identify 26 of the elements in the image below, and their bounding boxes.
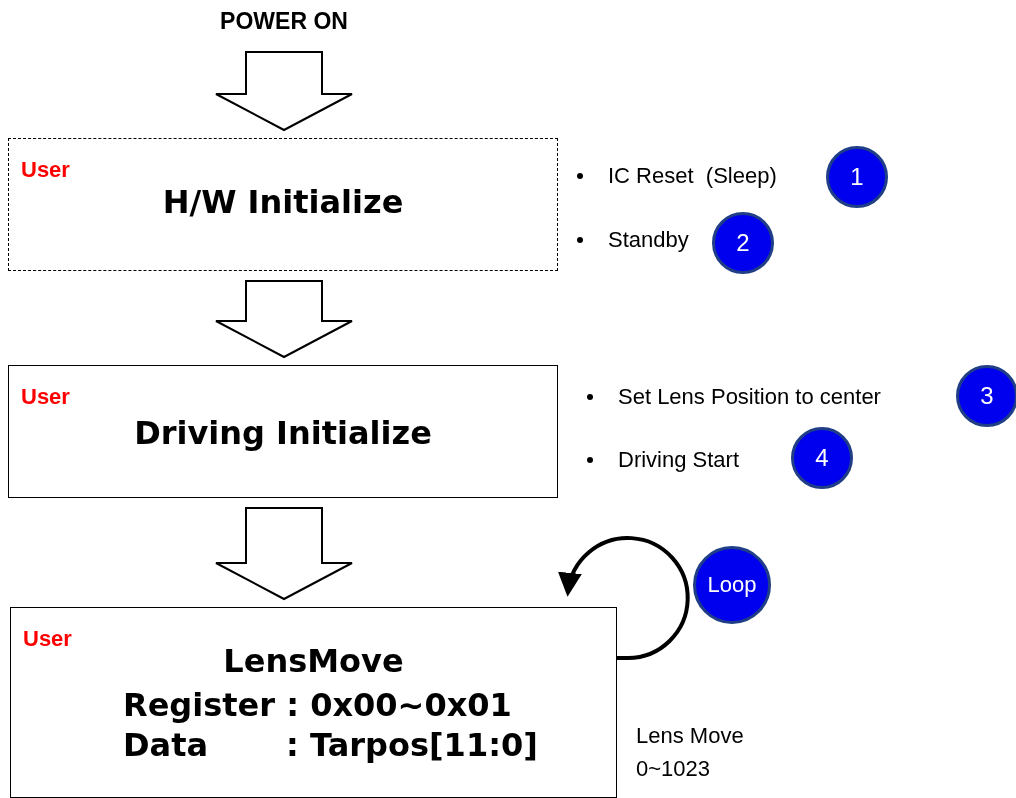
note-text: Lens Move 0~1023 bbox=[636, 722, 745, 783]
process-title: H/W Initialize bbox=[161, 183, 405, 221]
note-text: Standby bbox=[608, 226, 690, 254]
step-number-circle: 3 bbox=[956, 365, 1016, 427]
process-box bbox=[8, 138, 558, 271]
user-tag: User bbox=[23, 626, 72, 652]
user-tag: User bbox=[21, 157, 70, 183]
note-text: IC Reset (Sleep) bbox=[608, 162, 778, 190]
block-arrow bbox=[215, 507, 353, 601]
process-box bbox=[10, 607, 617, 798]
step-number-circle: 4 bbox=[791, 427, 853, 489]
register-text: Data : Tarpos[11:0] bbox=[123, 726, 538, 764]
step-number-circle: 2 bbox=[712, 212, 774, 274]
note-text: Driving Start bbox=[618, 446, 741, 474]
note-text: Set Lens Position to center bbox=[618, 383, 882, 411]
register-text: Register : 0x00~0x01 bbox=[123, 686, 512, 724]
process-title: Driving Initialize bbox=[133, 414, 433, 452]
step-number-circle: 1 bbox=[826, 146, 888, 208]
loop-arrow bbox=[559, 536, 690, 660]
step-number-circle: Loop bbox=[693, 546, 771, 624]
block-arrow bbox=[215, 51, 353, 132]
process-box bbox=[8, 365, 558, 498]
block-arrow bbox=[215, 280, 353, 359]
process-title: LensMove bbox=[222, 642, 405, 680]
user-tag: User bbox=[21, 384, 70, 410]
start-label: POWER ON bbox=[184, 8, 384, 38]
